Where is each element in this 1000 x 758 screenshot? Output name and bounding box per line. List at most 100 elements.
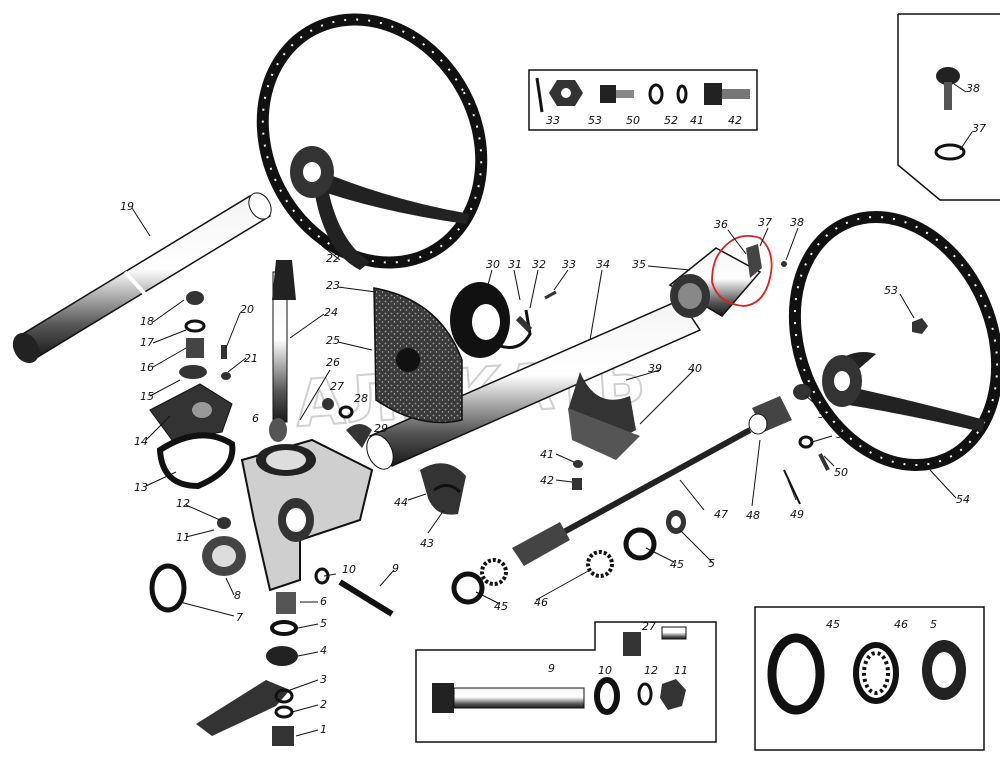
inset-label-41: 41 [690,114,704,127]
label-43: 43 [420,537,434,550]
inset-label-5: 5 [930,618,937,631]
inset-label-33: 33 [546,114,560,127]
label-11: 11 [176,531,190,544]
inset-fasteners-box [528,69,758,131]
label-21: 21 [244,352,258,365]
nut-11 [217,517,231,529]
screw-head-icon [936,67,960,85]
label-42: 42 [540,474,554,487]
label-1: 1 [320,723,327,736]
shaft-24 [272,260,296,423]
label-27: 27 [330,380,344,393]
inset-label-11: 11 [674,664,688,677]
screw-50 [818,453,830,471]
label-53: 53 [884,284,898,297]
bolt-head-icon [600,85,616,103]
washer-51 [798,435,814,449]
inset-label-50: 50 [626,114,640,127]
label-51: 51 [836,428,850,441]
label-45: 45 [494,600,508,613]
nut-21 [221,372,231,380]
plate-15 [179,365,207,379]
inset-label-45: 45 [826,618,840,631]
label-19: 19 [120,200,134,213]
callout-labels: 19 18 17 16 15 14 13 12 11 8 7 20 21 24 … [120,82,986,736]
washer-large-icon [594,677,620,715]
label-28: 28 [354,392,368,405]
label-14: 14 [134,435,148,448]
label-26: 26 [326,356,340,369]
plug-18 [186,291,204,305]
gasket-13 [156,432,236,490]
inset-label-27: 27 [642,620,656,633]
washer-2 [274,705,294,719]
inset-screw-box [897,13,1000,201]
nut-27 [322,398,334,410]
label-50: 50 [834,466,848,479]
label-22: 22 [326,252,340,265]
bushing-6 [276,592,296,614]
steering-wheel-left [256,13,488,270]
washer-41 [573,460,583,468]
bolt-icon [704,83,722,105]
bolt-42 [572,478,582,490]
nut-icon [660,679,686,710]
clamp-37 [746,244,762,278]
pitman-arm-4 [266,646,298,666]
ring-30 [450,282,510,358]
inset-label-42: 42 [728,114,742,127]
label-52: 52 [818,408,832,421]
label-4: 4 [320,644,327,657]
screw-38 [781,261,787,267]
label-17: 17 [140,336,154,349]
label-3: 3 [320,673,327,686]
label-6: 6 [252,412,259,425]
washer-3 [274,688,294,704]
label-24: 24 [324,306,338,319]
lock-washer-icon [934,143,966,161]
column-tube-19 [12,192,272,364]
bolt-9 [338,579,394,617]
label-32: 32 [532,258,546,271]
label-45b: 45 [670,558,684,571]
label-13: 13 [134,481,148,494]
label-6b: 6 [320,595,327,608]
leader-lines [131,83,973,737]
cup-45 [451,571,485,605]
bushing-icon [623,632,641,656]
inset-bottom-left-box [415,621,717,743]
label-33: 33 [562,258,576,271]
label-25: 25 [326,334,340,347]
screw-33 [544,290,557,300]
label-39: 39 [648,362,662,375]
nut-1 [272,726,294,746]
label-2: 2 [320,698,327,711]
bolt-20 [221,345,227,359]
label-7: 7 [236,611,243,624]
small-parts [149,244,830,746]
washer-icon [648,83,664,105]
label-35: 35 [632,258,646,271]
label-30: 30 [486,258,500,271]
spring-31 [499,309,532,349]
bushing-16 [186,338,204,358]
label-34: 34 [596,258,610,271]
label-9: 9 [392,562,399,575]
pin-49 [783,469,801,505]
spring-washer-icon [676,84,688,104]
label-36: 36 [714,218,728,231]
cup-45b [623,527,657,561]
bearing-cone-icon [853,642,899,704]
inset-label-52: 52 [664,114,678,127]
label-49: 49 [790,508,804,521]
felt-seal-23 [373,287,463,424]
label-8: 8 [234,589,241,602]
label-40: 40 [688,362,702,375]
washer-28 [338,405,354,419]
inset-label-53: 53 [588,114,602,127]
clamp-44 [433,484,462,494]
label-5: 5 [708,557,715,570]
inset-label-37: 37 [972,122,986,135]
bracket-40 [568,408,640,460]
